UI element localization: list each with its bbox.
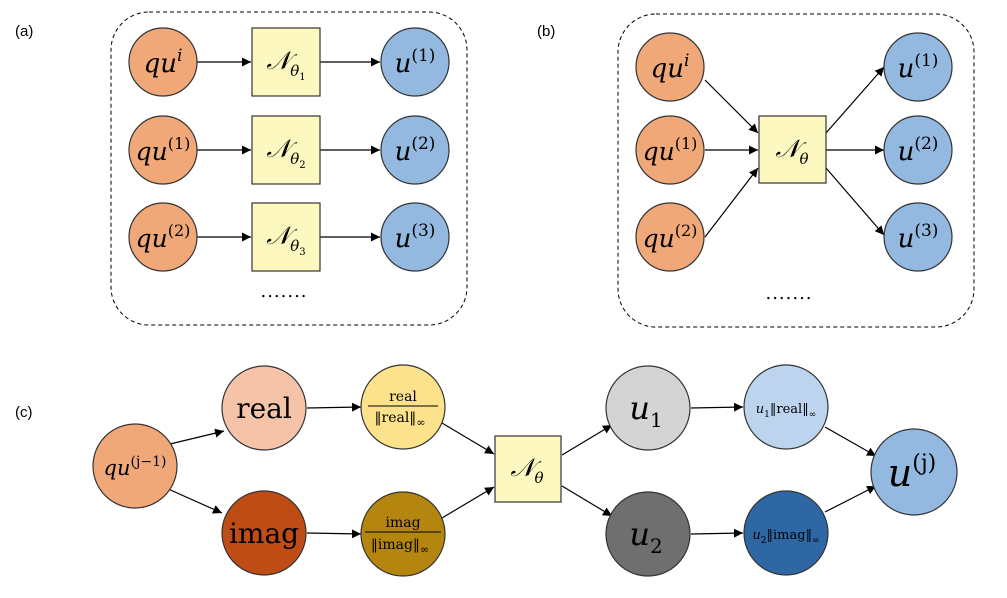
edge-c-u1s-out <box>824 426 877 457</box>
network-box-theta1 <box>251 27 321 97</box>
c-real-normalized-label: real ‖real‖∞ <box>368 389 438 429</box>
panel-a-continuation-dots: ....... <box>260 281 307 302</box>
panel-b: (b) qui qu(1) qu(2) 𝒩θ u(1) <box>537 13 975 328</box>
network-box-theta3 <box>251 202 321 272</box>
network-box-theta2 <box>251 115 321 185</box>
edge-c-u2-scaled <box>690 528 744 538</box>
edge-c-realnorm-net <box>441 422 495 455</box>
edge-c-imag-norm <box>306 529 362 539</box>
edge-b-in1 <box>704 79 759 134</box>
input-node-qu-1 <box>128 115 198 185</box>
panel-b-frame <box>617 13 975 328</box>
svg-text:imag: imag <box>385 515 420 531</box>
b-output-node-u1 <box>883 32 953 102</box>
c-imag-label: imag <box>229 517 299 550</box>
edge-b-in3 <box>704 167 759 238</box>
output-label-u3: u(3) <box>395 221 436 254</box>
output-node-u3 <box>380 202 450 272</box>
c-real-node <box>221 365 307 451</box>
c-u2-node <box>605 491 691 577</box>
c-u2-scaled-node <box>743 490 829 576</box>
input-node-qu-i <box>128 27 198 97</box>
b-output-label-u1: u(1) <box>898 51 939 84</box>
edge-b-out1 <box>825 66 885 134</box>
svg-text:‖imag‖∞: ‖imag‖∞ <box>371 537 429 556</box>
b-input-node-qu-i <box>635 32 705 102</box>
c-imag-normalized-node <box>360 491 446 577</box>
panel-a-row-3: qu(2) 𝒩θ3 u(3) <box>128 202 450 272</box>
c-u2-label: u2 <box>629 515 662 558</box>
c-input-node-qu-jm1 <box>92 423 178 509</box>
edge-c-in-imag <box>165 487 223 514</box>
b-output-label-u3: u(3) <box>898 221 939 254</box>
b-output-node-u2 <box>883 115 953 185</box>
b-input-node-qu-1 <box>635 115 705 185</box>
panel-c-label: (c) <box>15 404 33 421</box>
c-imag-normalized-label: imag ‖imag‖∞ <box>365 515 441 556</box>
c-u1-scaled-node <box>743 364 829 450</box>
c-u1-scaled-label: u1‖real‖∞ <box>756 402 816 420</box>
c-u1-node <box>605 365 691 451</box>
panel-a: (a) qui 𝒩θ1 u(1) qu(1) <box>15 11 468 326</box>
panel-a-row-2: qu(1) 𝒩θ2 u(2) <box>128 115 450 185</box>
input-label-qu-1: qu(1) <box>136 134 191 166</box>
output-node-u2 <box>380 115 450 185</box>
c-output-node-uj <box>870 428 958 516</box>
output-label-u2: u(2) <box>395 134 436 167</box>
b-output-label-u2: u(2) <box>898 134 939 167</box>
output-node-u1 <box>380 27 450 97</box>
edge-c-real-norm <box>306 402 362 412</box>
c-output-label-uj: u(j) <box>888 451 936 495</box>
panel-a-label: (a) <box>15 23 33 40</box>
input-label-qu-i: qui <box>144 46 183 79</box>
b-network-box-theta <box>758 115 827 184</box>
c-u1-label: u1 <box>629 389 662 432</box>
edge-c-u2s-out <box>824 485 877 513</box>
output-label-u1: u(1) <box>395 46 436 79</box>
b-input-label-qu-2: qu(2) <box>643 221 698 253</box>
input-label-qu-2: qu(2) <box>136 221 191 253</box>
c-network-box-theta <box>494 435 562 503</box>
edge-c-net-u2 <box>561 485 613 517</box>
panel-a-frame <box>110 11 468 326</box>
c-imag-node <box>221 490 307 576</box>
b-output-node-u3 <box>883 202 953 272</box>
edge-c-u1-scaled <box>690 402 744 412</box>
panel-b-continuation-dots: ....... <box>765 283 812 304</box>
edge-b-out3 <box>825 167 885 236</box>
panel-b-label: (b) <box>537 23 555 40</box>
b-input-label-qu-i: qui <box>651 51 690 84</box>
edge-c-net-u1 <box>561 424 613 456</box>
b-input-node-qu-2 <box>635 202 705 272</box>
c-input-label-qu-jm1: qu(j−1) <box>104 454 167 480</box>
edge-c-imagnorm-net <box>441 486 495 519</box>
edge-c-in-real <box>165 428 225 446</box>
b-input-label-qu-1: qu(1) <box>643 134 698 166</box>
panel-c: (c) qu(j−1) real imag real ‖real‖∞ <box>15 364 958 577</box>
input-node-qu-2 <box>128 202 198 272</box>
svg-text:real: real <box>389 389 417 405</box>
c-real-normalized-node <box>360 364 446 450</box>
svg-text:‖real‖∞: ‖real‖∞ <box>375 410 426 429</box>
c-u2-scaled-label: u2‖imag‖∞ <box>752 528 819 546</box>
panel-a-row-1: qui 𝒩θ1 u(1) <box>128 27 450 97</box>
c-real-label: real <box>236 392 292 425</box>
